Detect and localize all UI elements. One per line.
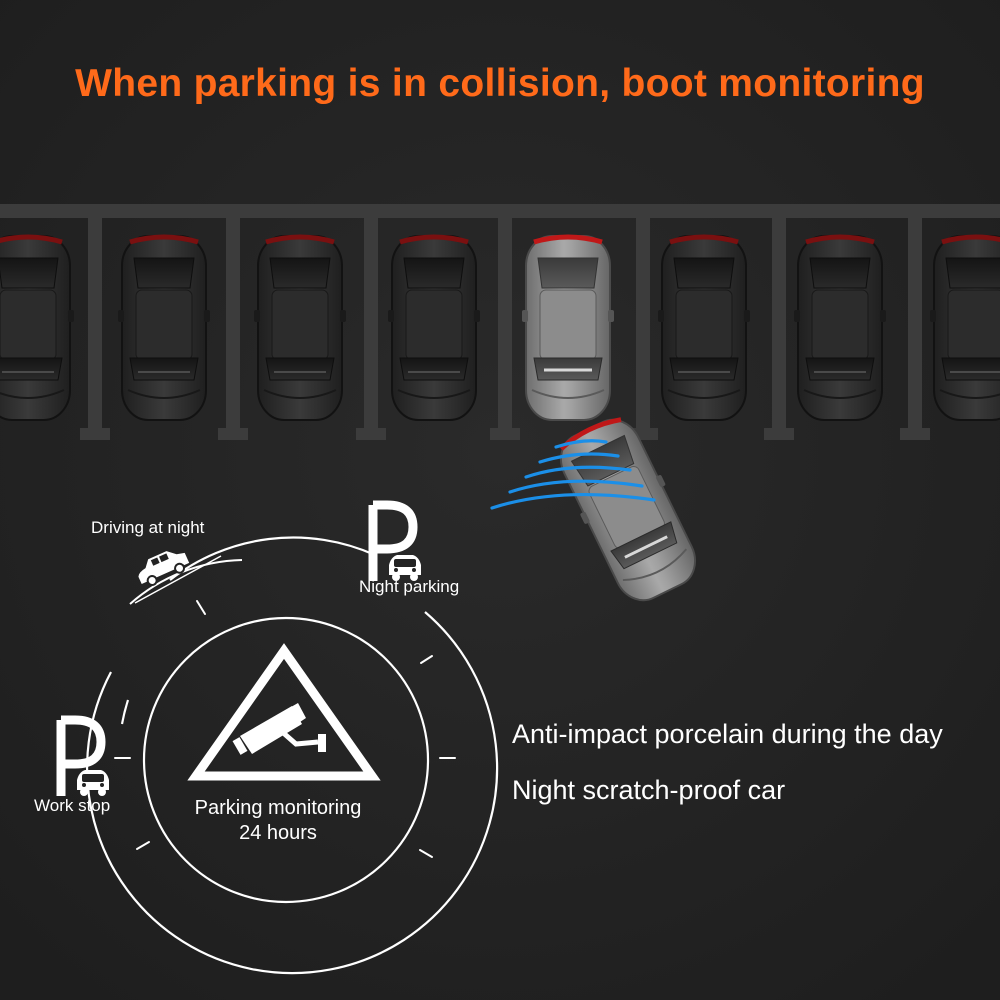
warning-triangle-icon (187, 643, 381, 781)
caption-line-1: Parking monitoring (194, 797, 362, 819)
surveillance-camera-icon (232, 703, 326, 755)
caption-line-2: 24 hours (239, 822, 317, 844)
car-icon (138, 551, 190, 586)
feature-night: Night scratch-proof car (512, 775, 786, 805)
feature-day: Anti-impact porcelain during the day (512, 719, 943, 749)
night-parking-label: Night parking (359, 577, 460, 596)
work-stop-label: Work stop (34, 796, 111, 815)
headline: When parking is in collision, boot monit… (75, 62, 925, 105)
signal-waves-icon (490, 439, 656, 510)
driving-at-night-label: Driving at night (91, 518, 205, 537)
parking-lot (0, 204, 1000, 440)
monitored-car (522, 236, 614, 420)
parking-monitoring-caption: Parking monitoring 24 hours (168, 796, 388, 846)
